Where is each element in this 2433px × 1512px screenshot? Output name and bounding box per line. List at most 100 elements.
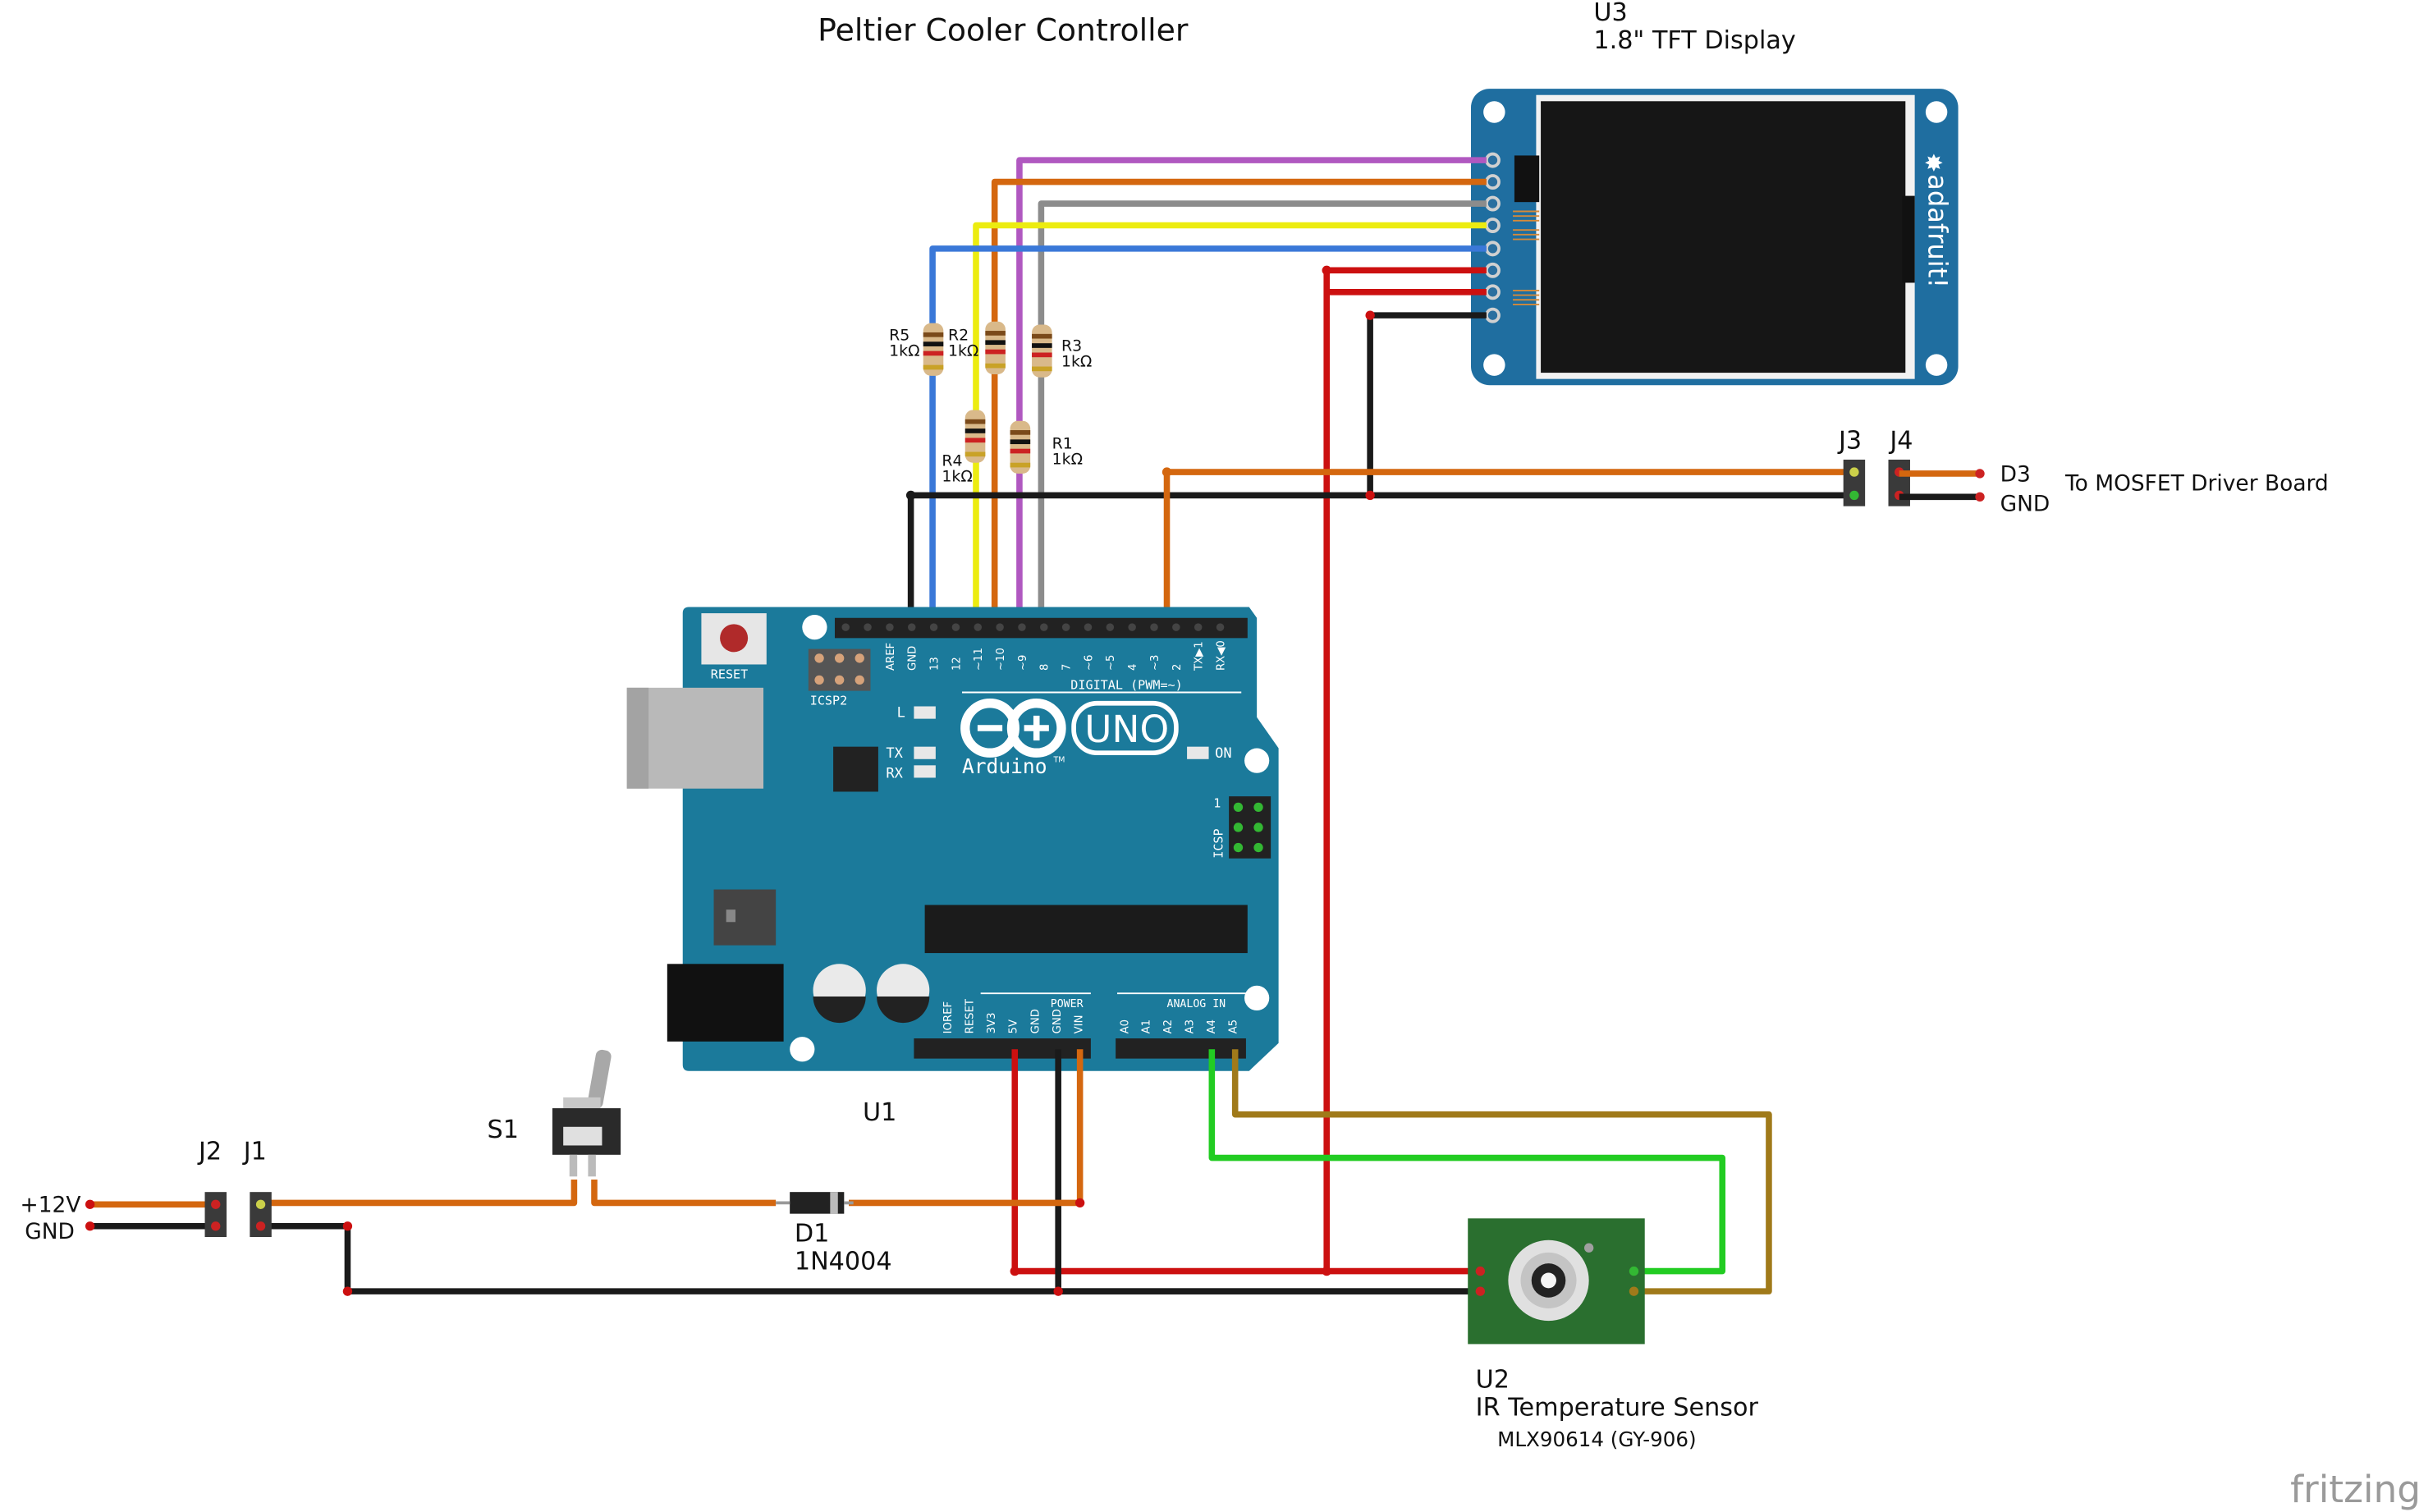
r3-ref: R3: [1061, 337, 1082, 355]
resistor-r3: [1032, 324, 1052, 378]
j2-label: J2: [197, 1137, 222, 1166]
pin-label: ~9: [1017, 655, 1029, 671]
pin-label: 8: [1039, 664, 1052, 671]
resistor-r2: [985, 321, 1006, 374]
wire-black-gnd-sensor: [1055, 1049, 1479, 1294]
header-pin: [864, 623, 872, 631]
pin-label: A1: [1141, 1019, 1153, 1033]
j3-label: J3: [1837, 427, 1862, 456]
pin-label: IOREF: [942, 1001, 955, 1033]
r2-value: 1kΩ: [948, 341, 978, 360]
header-pin: [996, 623, 1004, 631]
wire-purple: [1016, 157, 1487, 626]
wire-orange-switch-in: [260, 1180, 578, 1207]
resistor-r1: [1010, 420, 1031, 474]
arduino-trademark: TM: [1053, 756, 1065, 765]
r1-value: 1kΩ: [1052, 451, 1083, 469]
led-rx-label: RX: [886, 765, 903, 781]
r4-ref: R4: [942, 452, 962, 470]
page-title: Peltier Cooler Controller: [818, 12, 1189, 48]
header-pin: [841, 623, 850, 631]
pin-label: 13: [929, 657, 942, 671]
r4-value: 1kΩ: [942, 467, 972, 485]
sensor-ref: U2: [1476, 1365, 1510, 1394]
pin-label: ~3: [1149, 655, 1162, 671]
pin-label: AREF: [885, 643, 897, 671]
pin-label: ~5: [1105, 655, 1117, 671]
header-pin: [1194, 623, 1203, 631]
arduino-board: [626, 607, 1279, 1071]
r3-value: 1kΩ: [1061, 353, 1092, 371]
pin-label: 12: [951, 657, 963, 671]
pin-label: 3V3: [986, 1012, 998, 1033]
digital-label: DIGITAL (PWM=~): [1070, 678, 1182, 693]
resistor-r5: [923, 323, 944, 376]
header-pin: [1128, 623, 1136, 631]
header-pin: [951, 623, 960, 631]
j4-note: To MOSFET Driver Board: [2064, 471, 2329, 497]
pin-label: ~11: [973, 648, 985, 671]
j4-pin-gnd: GND: [2000, 491, 2050, 516]
arduino-brand: Arduino: [962, 754, 1047, 778]
j4-pin-d3: D3: [2000, 461, 2031, 487]
pin-label: GND: [907, 646, 919, 671]
diode-ref: D1: [795, 1220, 830, 1249]
arduino-ref: U1: [863, 1098, 896, 1127]
pin-label: 2: [1171, 664, 1184, 671]
arduino-model: UNO: [1084, 708, 1169, 751]
r5-ref: R5: [889, 326, 910, 344]
r1-ref: R1: [1052, 435, 1073, 453]
sensor-name: IR Temperature Sensor: [1476, 1393, 1759, 1422]
pin-label: A5: [1228, 1019, 1240, 1033]
display-brand: adafruit!: [1922, 174, 1954, 288]
icsp-pin1-label: 1: [1213, 795, 1221, 810]
pin-label: VIN: [1074, 1015, 1086, 1034]
sensor-part: MLX90614 (GY-906): [1497, 1427, 1696, 1451]
pin-label: GND: [1029, 1009, 1042, 1033]
header-pin: [1018, 623, 1026, 631]
pin-label: 7: [1061, 664, 1074, 671]
wire-black-gnd: [907, 492, 1854, 626]
r5-value: 1kΩ: [889, 341, 919, 360]
wire-gray: [1038, 200, 1487, 332]
wire-blue: [929, 245, 1487, 328]
header-pin: [908, 623, 916, 631]
header-pin: [1106, 623, 1115, 631]
pin-label: 5V: [1008, 1019, 1020, 1033]
pin-label: A3: [1184, 1019, 1197, 1033]
toggle-switch[interactable]: [552, 1049, 621, 1177]
pin-label: A2: [1162, 1019, 1175, 1033]
wire-green-a4: [1208, 1049, 1726, 1275]
switch-ref: S1: [488, 1116, 519, 1144]
led-tx-label: TX: [886, 745, 903, 762]
pin-label: RX◀0: [1215, 640, 1227, 671]
reset-label: RESET: [711, 667, 748, 681]
ir-sensor: [1468, 1218, 1645, 1345]
header-pin: [1150, 623, 1158, 631]
wire-red-display-1: [1323, 267, 1487, 1273]
wire-orange-switch-out: [591, 1180, 777, 1207]
power-label: POWER: [1051, 998, 1084, 1010]
pin-label: GND: [1052, 1009, 1064, 1033]
pin-label: ~10: [995, 648, 1007, 671]
pin-label: RESET: [964, 998, 976, 1033]
header-pin: [974, 623, 982, 631]
pin-label: TX▶1: [1194, 641, 1206, 671]
icsp2-label: ICSP2: [810, 694, 847, 708]
wire-olive-a5: [1231, 1049, 1772, 1294]
j1-label: J1: [242, 1137, 267, 1166]
pin-label: ~6: [1083, 655, 1095, 671]
wire-orange-10: [991, 178, 1487, 328]
diode-d1: [776, 1192, 854, 1214]
star-icon: ✸: [1924, 149, 1944, 176]
tft-display: adafruit! ✸: [1471, 89, 1959, 386]
wire-black-main: [260, 1222, 1479, 1294]
header-pin: [886, 623, 894, 631]
fritzing-watermark: fritzing: [2290, 1468, 2421, 1511]
icsp-label: ICSP: [1212, 828, 1226, 858]
display-name: 1.8" TFT Display: [1593, 26, 1795, 55]
led-on-label: ON: [1215, 745, 1231, 762]
wire-black-display: [1367, 312, 1487, 496]
power-12v-label: +12V: [21, 1193, 81, 1218]
